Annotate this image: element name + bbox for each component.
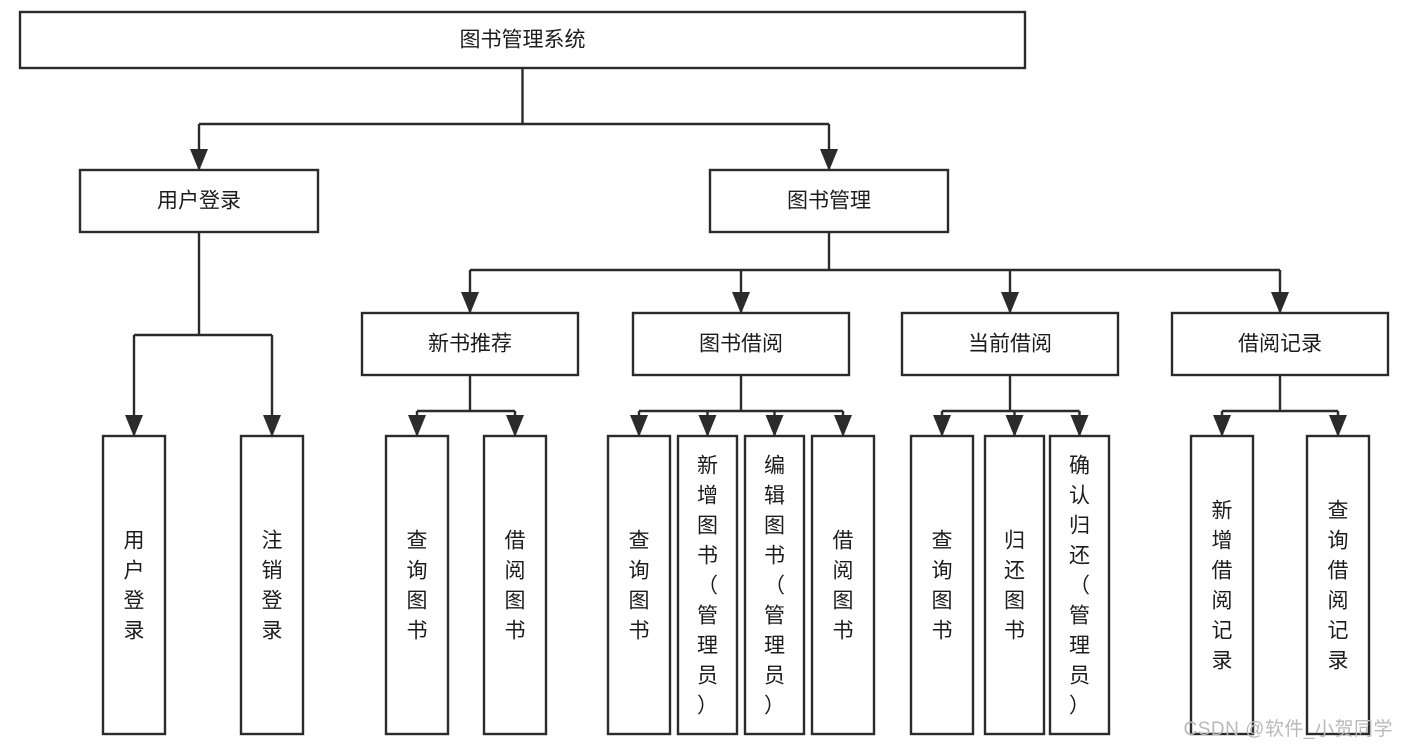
node-box-book-manage xyxy=(708,168,950,234)
node-leaf-query-book-borrow[interactable]: 查询图书 xyxy=(606,434,672,736)
node-label-leaf-edit-book: 编辑图书（管理员） xyxy=(764,455,785,718)
node-label-borrow-record: 借阅记录 xyxy=(1238,333,1322,356)
node-box-leaf-return-book xyxy=(983,434,1046,736)
node-user-login[interactable]: 用户登录 xyxy=(78,168,320,234)
node-label-book-borrow: 图书借阅 xyxy=(699,333,783,356)
node-leaf-confirm-return[interactable]: 确认归还（管理员） xyxy=(1048,434,1111,736)
node-box-root xyxy=(18,10,1027,70)
arrow-head-leaf-query-record xyxy=(1329,415,1347,437)
arrow-head-book-borrow xyxy=(732,292,750,314)
node-new-book-rec[interactable]: 新书推荐 xyxy=(360,311,580,377)
node-label-leaf-add-record: 新增借阅记录 xyxy=(1212,500,1233,673)
node-leaf-query-record[interactable]: 查询借阅记录 xyxy=(1305,434,1371,736)
node-label-leaf-user-login: 用户登录 xyxy=(124,530,145,643)
node-leaf-borrow-book[interactable]: 借阅图书 xyxy=(810,434,876,736)
node-leaf-add-book[interactable]: 新增图书（管理员） xyxy=(676,434,739,736)
arrow-head-borrow-record xyxy=(1271,292,1289,314)
node-leaf-return-book[interactable]: 归还图书 xyxy=(983,434,1046,736)
node-label-leaf-confirm-return: 确认归还（管理员） xyxy=(1069,455,1090,718)
node-borrow-record[interactable]: 借阅记录 xyxy=(1170,311,1390,377)
arrow-head-leaf-edit-book xyxy=(765,415,784,437)
arrow-head-leaf-confirm-return xyxy=(1070,415,1089,437)
node-box-leaf-borrow-book xyxy=(810,434,876,736)
node-label-user-login: 用户登录 xyxy=(157,190,241,213)
node-box-borrow-record xyxy=(1170,311,1390,377)
arrow-head-leaf-borrow-book-rec xyxy=(506,415,524,437)
node-box-leaf-add-record xyxy=(1189,434,1255,736)
node-leaf-query-book-cur[interactable]: 查询图书 xyxy=(909,434,975,736)
arrow-head-leaf-add-book xyxy=(698,415,717,437)
node-label-book-manage: 图书管理 xyxy=(787,190,871,213)
node-label-leaf-add-book: 新增图书（管理员） xyxy=(697,455,718,718)
node-label-root: 图书管理系统 xyxy=(460,29,586,52)
node-book-manage[interactable]: 图书管理 xyxy=(708,168,950,234)
arrow-head-leaf-user-login xyxy=(125,415,143,437)
node-leaf-add-record[interactable]: 新增借阅记录 xyxy=(1189,434,1255,736)
node-leaf-query-book-rec[interactable]: 查询图书 xyxy=(384,434,450,736)
node-label-leaf-borrow-book: 借阅图书 xyxy=(833,530,854,643)
node-root[interactable]: 图书管理系统 xyxy=(18,10,1027,70)
nodes-layer: 图书管理系统用户登录图书管理新书推荐图书借阅当前借阅借阅记录用户登录注销登录查询… xyxy=(18,10,1390,736)
node-box-leaf-borrow-book-rec xyxy=(482,434,548,736)
arrow-head-leaf-user-logout xyxy=(263,415,281,437)
node-box-new-book-rec xyxy=(360,311,580,377)
node-box-current-borrow xyxy=(900,311,1120,377)
edges-layer xyxy=(125,68,1347,437)
node-box-leaf-query-record xyxy=(1305,434,1371,736)
node-leaf-borrow-book-rec[interactable]: 借阅图书 xyxy=(482,434,548,736)
node-book-borrow[interactable]: 图书借阅 xyxy=(631,311,851,377)
node-box-leaf-user-logout xyxy=(239,434,305,736)
node-label-leaf-query-book-borrow: 查询图书 xyxy=(629,530,650,643)
arrow-head-leaf-return-book xyxy=(1005,415,1024,437)
node-box-leaf-query-book-borrow xyxy=(606,434,672,736)
node-box-book-borrow xyxy=(631,311,851,377)
node-label-leaf-query-book-cur: 查询图书 xyxy=(932,530,953,643)
node-leaf-edit-book[interactable]: 编辑图书（管理员） xyxy=(743,434,806,736)
node-box-leaf-query-book-cur xyxy=(909,434,975,736)
node-label-current-borrow: 当前借阅 xyxy=(968,333,1052,356)
node-box-leaf-user-login xyxy=(101,434,167,736)
node-leaf-user-logout[interactable]: 注销登录 xyxy=(239,434,305,736)
arrow-head-leaf-add-record xyxy=(1213,415,1231,437)
node-label-new-book-rec: 新书推荐 xyxy=(428,333,512,356)
arrow-head-leaf-query-book-borrow xyxy=(630,415,648,437)
node-label-leaf-query-record: 查询借阅记录 xyxy=(1328,500,1349,673)
node-box-leaf-query-book-rec xyxy=(384,434,450,736)
node-box-leaf-add-book xyxy=(676,434,739,736)
node-label-leaf-query-book-rec: 查询图书 xyxy=(407,530,428,643)
node-box-user-login xyxy=(78,168,320,234)
arrow-head-current-borrow xyxy=(1001,292,1019,314)
node-label-leaf-user-logout: 注销登录 xyxy=(262,530,283,643)
arrow-head-new-book-rec xyxy=(461,292,479,314)
arrow-head-user-login xyxy=(190,149,208,171)
node-label-leaf-return-book: 归还图书 xyxy=(1004,530,1025,643)
node-current-borrow[interactable]: 当前借阅 xyxy=(900,311,1120,377)
node-label-leaf-borrow-book-rec: 借阅图书 xyxy=(505,530,526,643)
arrow-head-leaf-query-book-rec xyxy=(408,415,426,437)
arrow-head-book-manage xyxy=(820,149,838,171)
node-box-leaf-confirm-return xyxy=(1048,434,1111,736)
node-leaf-user-login[interactable]: 用户登录 xyxy=(101,434,167,736)
arrow-head-leaf-borrow-book xyxy=(834,415,852,437)
arrow-head-leaf-query-book-cur xyxy=(933,415,951,437)
node-box-leaf-edit-book xyxy=(743,434,806,736)
